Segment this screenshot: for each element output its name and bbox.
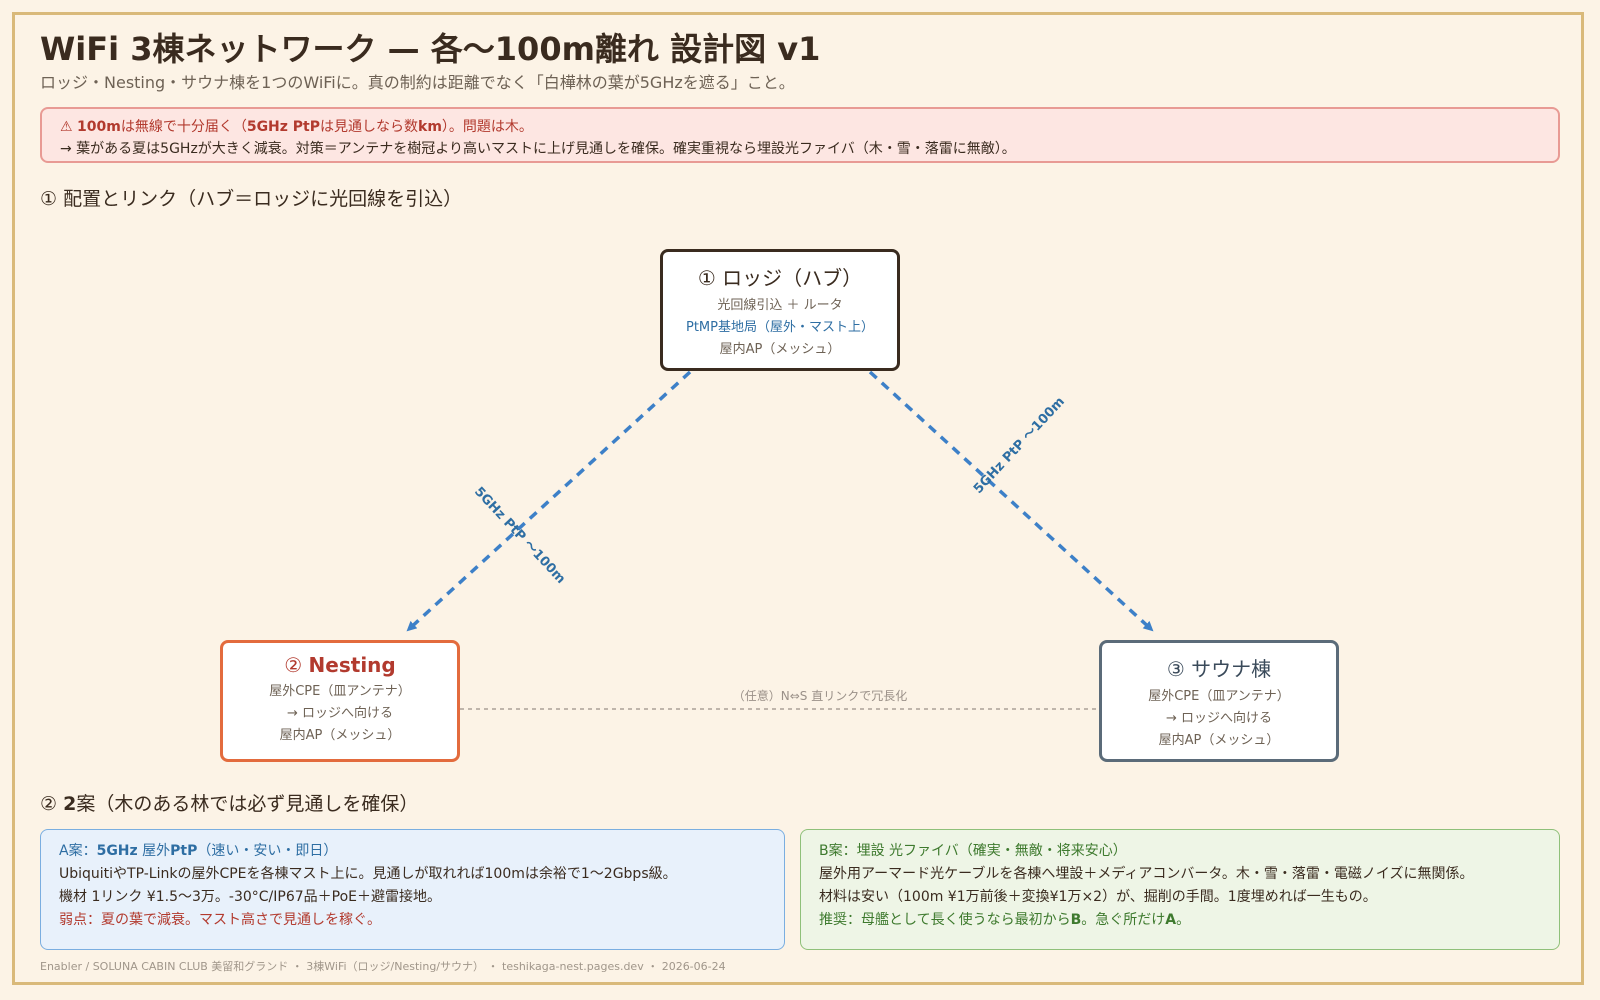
rec-part: A — [1165, 912, 1177, 928]
link-hub-to-nesting — [406, 370, 692, 632]
warning-icon: ⚠ — [60, 119, 73, 135]
warning-banner: ⚠ 100mは無線で十分届く（5GHz PtPは見通しなら数km）。問題は木。 … — [40, 107, 1560, 163]
link-label-right: 5GHz PtP 〜100m — [971, 394, 1068, 497]
plan-a-weakness: 弱点：夏の葉で減衰。マスト高さで見通しを稼ぐ。 — [59, 912, 381, 928]
node-title: ③ サウナ棟 — [1166, 657, 1272, 681]
plan-b-recommendation: 推奨：母艦として長く使うなら最初からB。急ぐ所だけA。 — [819, 909, 1541, 932]
warning-bold-km: km — [418, 119, 442, 135]
page-subtitle: ロッジ・Nesting・サウナ棟を1つのWiFiに。真の制約は距離でなく「白樺林… — [40, 73, 795, 92]
plan-b-card: B案：埋設 光ファイバ（確実・無敵・将来安心） 屋外用アーマード光ケーブルを各棟… — [800, 829, 1560, 950]
node-line: 屋外CPE（皿アンテナ） — [269, 684, 411, 699]
plan-b-line-2: 材料は安い（100m ¥1万前後＋変換¥1万×2）が、掘削の手間。1度埋めれば一… — [819, 889, 1377, 905]
section-text: 案（木のある林では必ず見通しを確保） — [76, 793, 419, 815]
warning-line-2: → 葉がある夏は5GHzが大きく減衰。対策＝アンテナを樹冠より高いマストに上げ見… — [60, 141, 1016, 157]
warning-bold-ptp: 5GHz PtP — [246, 119, 321, 135]
plan-a-heading-part: A案： — [59, 843, 97, 859]
node-line: 光回線引込 ＋ ルータ — [717, 298, 843, 313]
warning-bold-distance: 100m — [77, 119, 121, 135]
node-nesting: ② Nesting 屋外CPE（皿アンテナ） → ロッジへ向ける 屋内AP（メッ… — [220, 640, 460, 762]
node-title: ② Nesting — [223, 653, 457, 677]
section-number: ② — [40, 793, 64, 815]
warning-text: ）。問題は木。 — [441, 119, 533, 135]
warning-text: は見通しなら数 — [320, 119, 419, 135]
optional-link-label: （任意）N⇔S 直リンクで冗長化 — [732, 689, 908, 703]
plan-a-heading-part: 5GHz — [96, 843, 138, 859]
rec-part: 推奨：母艦として長く使うなら最初から — [819, 912, 1071, 928]
plan-a-card: A案：5GHz 屋外PtP（速い・安い・即日） UbiquitiやTP-Link… — [40, 829, 785, 950]
page-title: WiFi 3棟ネットワーク — 各〜100m離れ 設計図 v1 — [40, 30, 821, 68]
node-line: 屋内AP（メッシュ） — [279, 728, 401, 743]
node-sauna: ③ サウナ棟 屋外CPE（皿アンテナ） → ロッジへ向ける 屋内AP（メッシュ） — [1099, 640, 1339, 762]
node-line: 屋外CPE（皿アンテナ） — [1148, 689, 1290, 704]
plan-a-heading: A案：5GHz 屋外PtP（速い・安い・即日） — [59, 840, 766, 863]
node-number: ② — [284, 653, 309, 677]
plan-b-heading: B案：埋設 光ファイバ（確実・無敵・将来安心） — [819, 843, 1127, 859]
section-count: 2 — [63, 793, 77, 815]
page-frame — [12, 12, 1584, 985]
node-lodge-hub: ① ロッジ（ハブ） 光回線引込 ＋ ルータ PtMP基地局（屋外・マスト上） 屋… — [660, 249, 900, 371]
plan-a-heading-part: PtP — [170, 843, 198, 859]
plan-b-line-1: 屋外用アーマード光ケーブルを各棟へ埋設＋メディアコンバータ。木・雪・落雷・電磁ノ… — [819, 866, 1474, 882]
link-label-left: 5GHz PtP 〜100m — [471, 484, 568, 587]
node-line: 屋内AP（メッシュ） — [1158, 733, 1280, 748]
plan-a-line-1: UbiquitiやTP-Linkの屋外CPEを各棟マスト上に。見通しが取れれば1… — [59, 866, 677, 882]
section-1-heading: ① 配置とリンク（ハブ＝ロッジに光回線を引込） — [40, 188, 463, 210]
node-line: → ロッジへ向ける — [1165, 711, 1273, 726]
rec-part: B — [1070, 912, 1082, 928]
plan-a-line-2: 機材 1リンク ¥1.5〜3万。-30°C/IP67品＋PoE＋避雷接地。 — [59, 889, 441, 905]
node-line: PtMP基地局（屋外・マスト上） — [686, 320, 874, 335]
footer: Enabler / SOLUNA CABIN CLUB 美留和グランド ・ 3棟… — [40, 960, 726, 973]
section-2-heading: ② 2案（木のある林では必ず見通しを確保） — [40, 789, 418, 816]
plan-a-heading-part: （速い・安い・即日） — [197, 843, 338, 859]
node-line: → ロッジへ向ける — [286, 706, 394, 721]
link-hub-to-sauna — [868, 370, 1154, 632]
node-line: 屋内AP（メッシュ） — [719, 342, 841, 357]
node-name: Nesting — [308, 653, 396, 677]
rec-part: 。 — [1176, 912, 1191, 928]
plan-a-heading-part: 屋外 — [137, 843, 171, 859]
warning-line-1: ⚠ 100mは無線で十分届く（5GHz PtPは見通しなら数km）。問題は木。 — [60, 116, 1540, 138]
warning-text: は無線で十分届く（ — [120, 119, 247, 135]
rec-part: 。急ぐ所だけ — [1081, 912, 1166, 928]
node-title: ① ロッジ（ハブ） — [697, 266, 863, 290]
